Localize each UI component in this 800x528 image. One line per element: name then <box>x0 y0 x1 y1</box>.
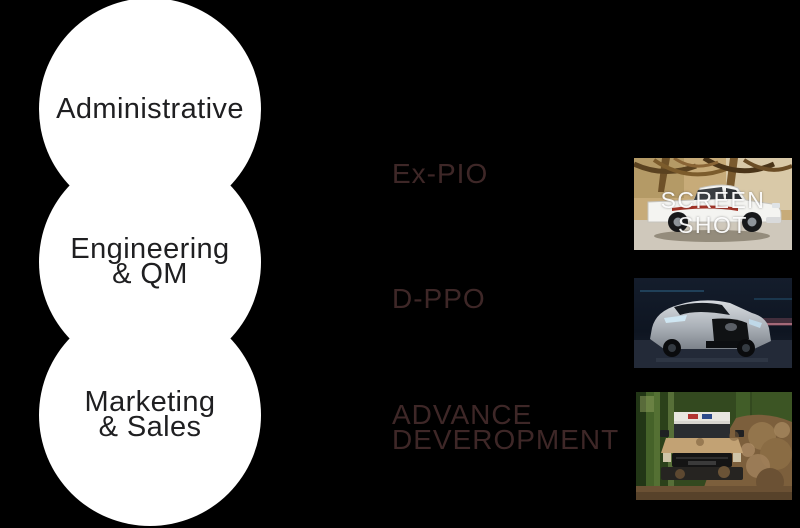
hilux-mud-splash-illustration <box>636 392 792 500</box>
circle-label-administrative: Administrative <box>56 92 244 125</box>
circle-label-engineering-qm: Engineering & QM <box>70 233 230 290</box>
circle-label-line: & Sales <box>98 411 202 443</box>
watermark-line: SCREEN <box>660 187 766 213</box>
program-label-d-ppo: D-PPO <box>392 283 486 314</box>
circle-label-line: & QM <box>112 258 188 290</box>
corolla-cross-night-illustration <box>634 278 792 368</box>
photo-hilux-mud-splash <box>636 392 792 500</box>
hilux-palm-trees-illustration <box>634 158 792 250</box>
circle-label-line: Administrative <box>56 92 244 125</box>
program-label-line: DEVEROPMENT <box>392 424 620 455</box>
program-label-line: D-PPO <box>392 283 486 314</box>
watermark-line: SHOT <box>678 212 748 238</box>
screenshot-watermark: SCREEN SHOT <box>634 188 792 238</box>
program-label-advance-development: ADVANCE DEVEROPMENT <box>392 399 620 455</box>
circle-label-line: Marketing <box>84 386 216 418</box>
program-label-line: Ex-PIO <box>392 158 489 189</box>
program-label-ex-pio: Ex-PIO <box>392 158 489 189</box>
venn-circle-marketing-sales: Marketing & Sales <box>39 304 261 526</box>
photo-hilux-palm-trees: SCREEN SHOT <box>634 158 792 250</box>
circle-label-line: Engineering <box>70 233 230 265</box>
photo-corolla-cross-night <box>634 278 792 368</box>
circle-label-marketing-sales: Marketing & Sales <box>84 386 216 443</box>
program-label-line: ADVANCE <box>392 399 533 430</box>
